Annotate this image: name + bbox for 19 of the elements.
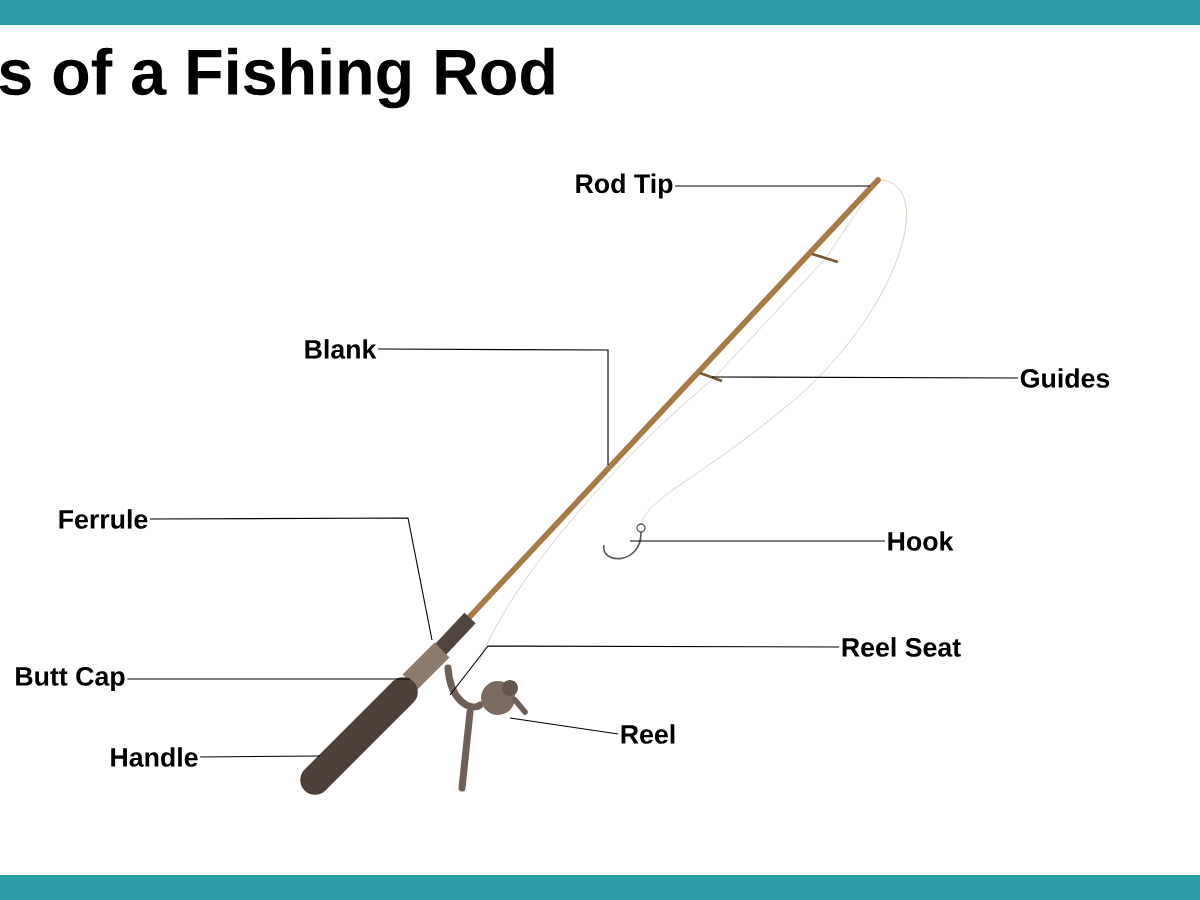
- part-label: Reel: [621, 724, 675, 744]
- leader-line: [509, 717, 619, 735]
- part-label: Guides: [1020, 368, 1110, 388]
- leader-line: [629, 540, 886, 542]
- part-label: Hook: [888, 531, 954, 551]
- leader-line: [199, 755, 321, 758]
- leader-line: [449, 645, 840, 696]
- part-label: Handle: [111, 747, 198, 767]
- leader-line: [711, 376, 1019, 379]
- leader-line: [674, 185, 871, 187]
- part-label: Butt Cap: [16, 666, 125, 692]
- part-label: Blank: [305, 339, 377, 359]
- part-label: Rod Tip: [576, 173, 673, 199]
- part-label: Reel Seat: [842, 637, 961, 657]
- leader-line: [149, 517, 433, 641]
- leader-line: [126, 678, 411, 680]
- title: s of a Fishing Rod: [0, 47, 554, 109]
- part-label: Ferrule: [59, 509, 148, 529]
- leader-line: [377, 348, 609, 466]
